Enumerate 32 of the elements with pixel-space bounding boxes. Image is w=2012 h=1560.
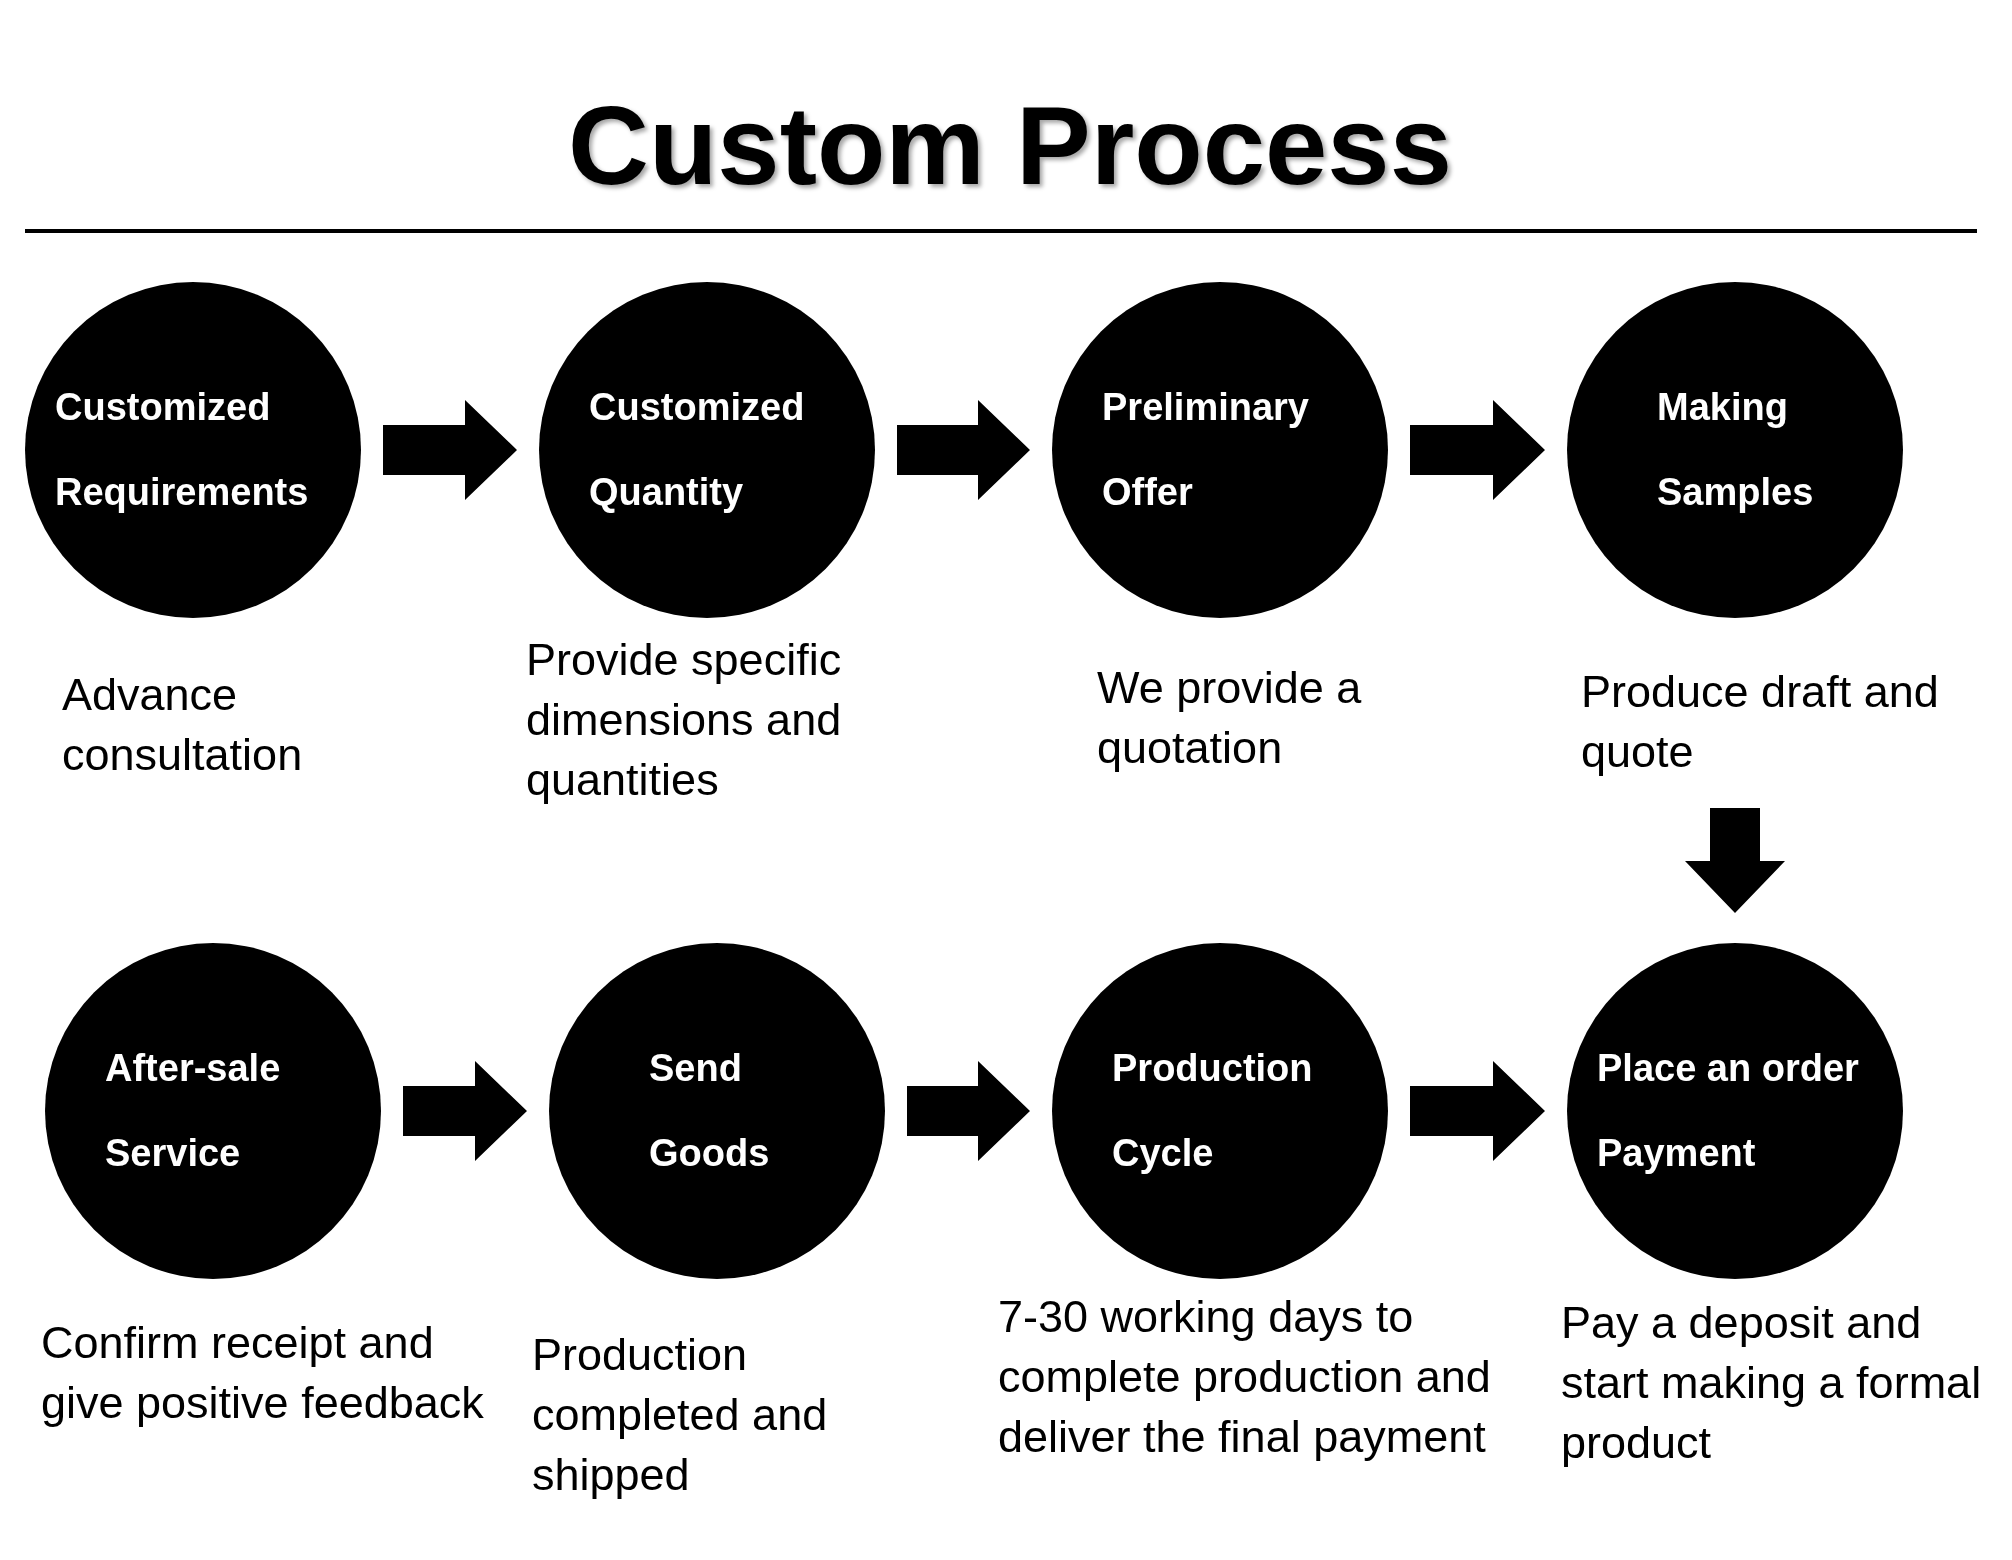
step-title: Offer: [1102, 470, 1193, 515]
block-arrow: [897, 400, 1030, 500]
step-title: Place an order: [1597, 1045, 1859, 1091]
step-description: We provide a quotation: [1097, 661, 1363, 775]
step-title: Quantity: [589, 470, 744, 515]
step-description: Production completed and shipped: [532, 1328, 829, 1502]
step-description: Pay a deposit and start making a formal product: [1561, 1296, 1983, 1470]
step-description: Produce draft and quote: [1581, 665, 1940, 779]
block-arrow: [1410, 400, 1545, 500]
step-title: After-sale: [105, 1045, 281, 1091]
step-title: Production: [1112, 1045, 1313, 1091]
step-title: Samples: [1657, 470, 1814, 515]
block-arrow: [1685, 808, 1785, 913]
step-title: Payment: [1597, 1131, 1756, 1176]
step-title: Cycle: [1112, 1131, 1214, 1176]
step-description: Advance consultation: [62, 668, 304, 782]
step-description: Provide specific dimensions and quantities: [526, 633, 843, 807]
step-title: Send: [649, 1045, 742, 1091]
block-arrow: [383, 400, 517, 500]
block-arrow: [907, 1061, 1030, 1161]
step-title: Customized: [55, 384, 271, 430]
step-title: Service: [105, 1131, 241, 1176]
step-title: Requirements: [55, 470, 309, 515]
block-arrow: [403, 1061, 527, 1161]
step-title: Goods: [649, 1131, 770, 1176]
step-description: Confirm receipt and give positive feedback: [41, 1316, 485, 1430]
step-title: Making: [1657, 384, 1788, 430]
diagram-title: Custom Process: [567, 90, 1453, 202]
step-title: Preliminary: [1102, 384, 1309, 430]
step-description: 7-30 working days to complete production and deliver the final payment: [998, 1290, 1492, 1464]
block-arrow: [1410, 1061, 1545, 1161]
step-title: Customized: [589, 384, 805, 430]
